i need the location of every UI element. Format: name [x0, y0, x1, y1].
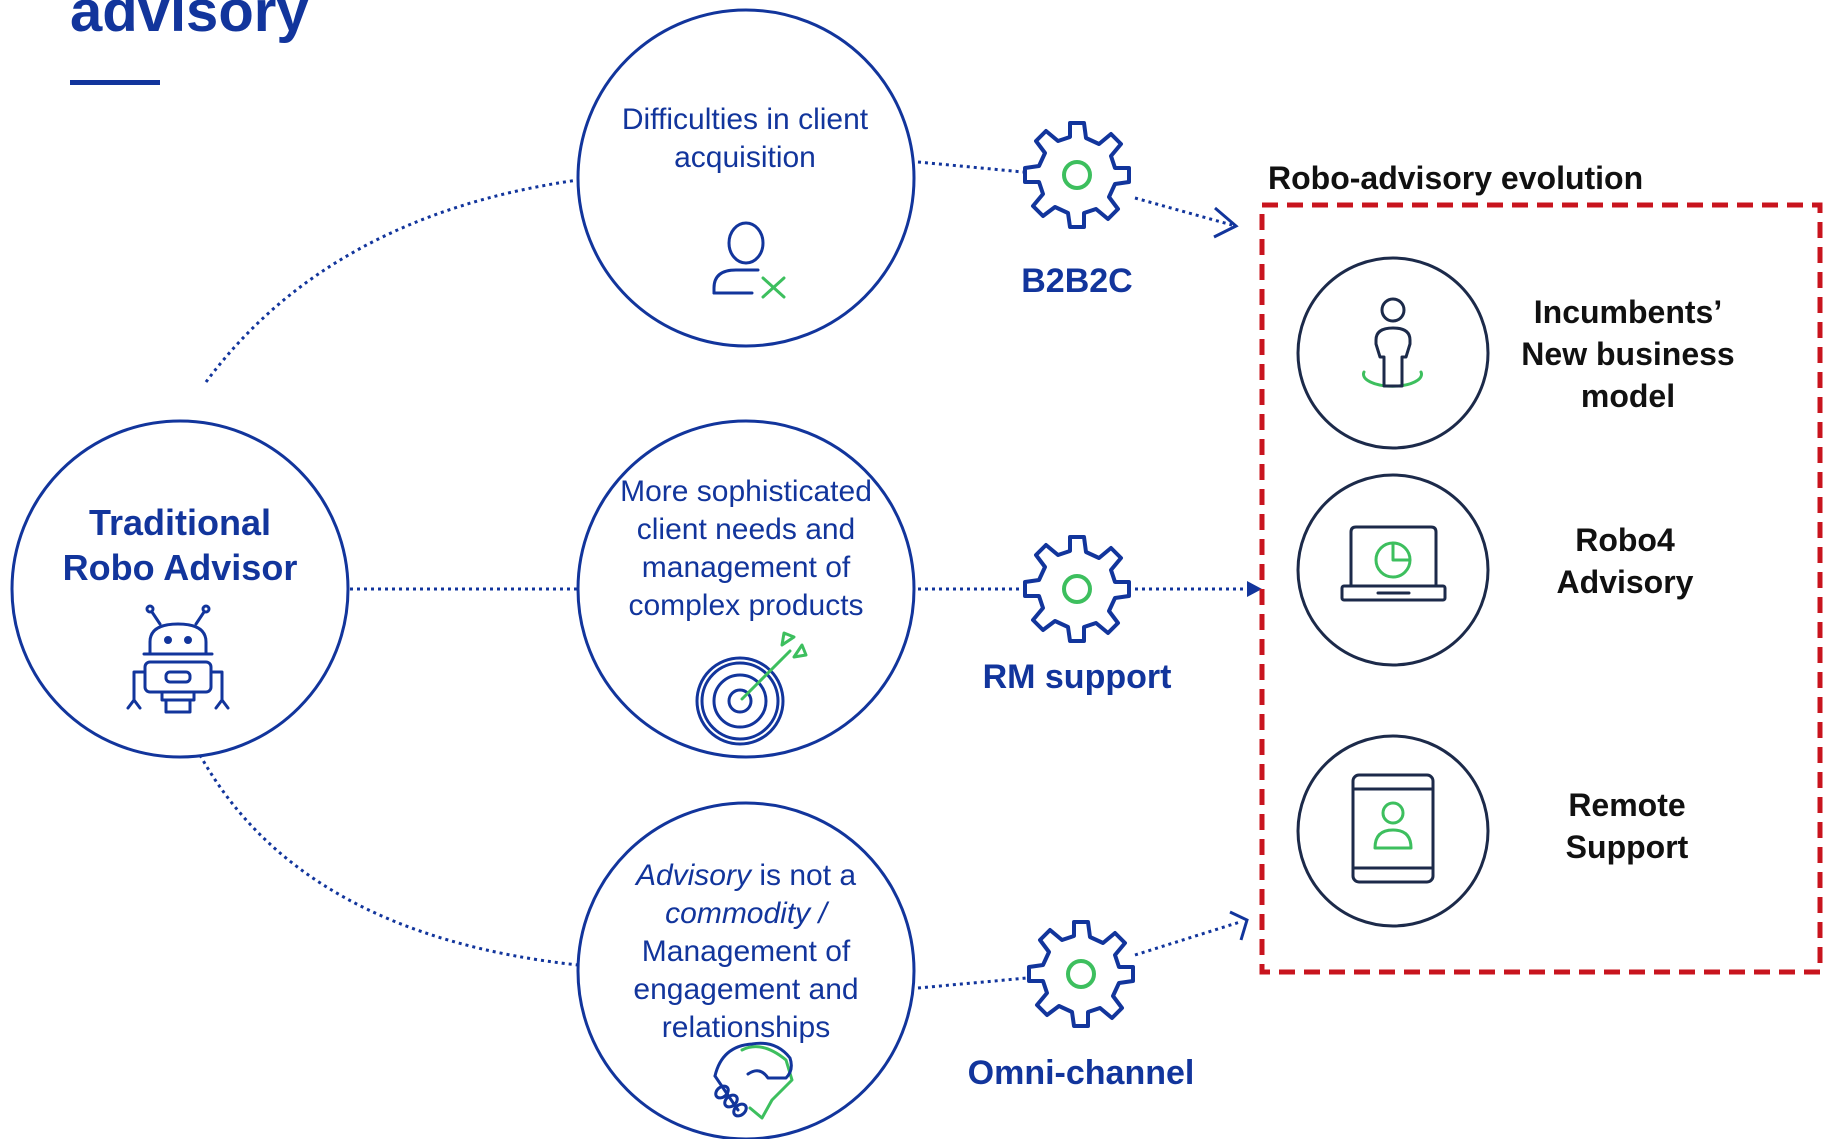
challenge-3-line-2: commodity / [591, 895, 901, 933]
arrow-bottom-head [1229, 910, 1249, 941]
connector-lower-arc [198, 754, 579, 967]
traditional-circle [10, 419, 350, 759]
traditional-label: Traditional Robo Advisor [30, 500, 330, 590]
laptop-chart-icon [1340, 525, 1447, 602]
gear-icon-b2b2c [1023, 121, 1131, 229]
challenge-2-line-2: client needs and [636, 513, 856, 546]
connector-upper-arc [204, 178, 579, 383]
challenge-text-1: Difficulties in client acquisition [590, 101, 900, 177]
challenge-2-line-1: More sophisticated [620, 475, 872, 508]
evolution-1-line-1: Incumbents’ [1533, 294, 1723, 330]
challenge-3-line-5: relationships [661, 1011, 831, 1044]
challenge-3-line-4: engagement and [633, 973, 859, 1006]
gear-label-omni-channel: Omni-channel [967, 1054, 1195, 1092]
handshake-icon [713, 1041, 794, 1120]
challenge-3-line-1-rest: is not a [750, 859, 857, 892]
evolution-circle-1 [1296, 256, 1490, 450]
challenge-text-2: More sophisticated client needs and mana… [591, 473, 901, 625]
arrow-bottom-line [1134, 920, 1241, 957]
challenge-3-line-3: Management of [641, 935, 851, 968]
challenge-circle-1 [576, 8, 916, 348]
evolution-label-1: Incumbents’ New business model [1478, 291, 1778, 417]
arrow-top-head [1213, 206, 1239, 239]
challenge-3-line-1: Advisory is not a [591, 857, 901, 895]
target-arrow-icon [695, 631, 808, 746]
gear-icon-rm-support [1023, 535, 1131, 643]
challenge-3-italic-commodity: commodity / [665, 897, 827, 930]
evolution-1-line-2: New business [1521, 336, 1735, 372]
robot-icon [126, 604, 230, 714]
challenge-2-line-4: complex products [628, 589, 864, 622]
challenge-circle-3 [576, 801, 916, 1139]
challenge-circle-2 [576, 419, 916, 759]
tablet-user-icon [1351, 773, 1435, 884]
gear-icon-omni-channel [1027, 920, 1135, 1028]
evolution-box [1259, 202, 1823, 975]
title-underline [70, 80, 160, 85]
arrow-top-line [1134, 196, 1233, 227]
traditional-line-1: Traditional [88, 502, 272, 543]
evolution-3-line-1: Remote [1568, 787, 1686, 823]
connector-c1-gear1 [917, 160, 1024, 174]
user-remove-icon [712, 221, 786, 299]
person-pin-icon [1362, 297, 1423, 388]
gear-label-rm-support: RM support [982, 658, 1172, 696]
evolution-2-line-1: Robo4 [1575, 522, 1675, 558]
challenge-text-3: Advisory is not a commodity / Management… [591, 857, 901, 1047]
connector-c3-gear3 [917, 976, 1028, 990]
arrow-mid-head [1247, 581, 1262, 597]
evolution-3-line-2: Support [1565, 829, 1689, 865]
evolution-2-line-2: Advisory [1556, 564, 1694, 600]
challenge-3-italic-advisory: Advisory [635, 859, 751, 892]
gear-label-b2b2c: B2B2C [1021, 262, 1133, 300]
evolution-title: Robo-advisory evolution [1268, 160, 1644, 196]
page-title: advisory [70, 0, 309, 44]
challenge-2-line-3: management of [641, 551, 851, 584]
traditional-line-2: Robo Advisor [62, 547, 298, 588]
challenge-1-line-1: Difficulties in client [621, 103, 869, 136]
challenge-1-line-2: acquisition [674, 141, 816, 174]
evolution-circle-2 [1296, 473, 1490, 667]
evolution-label-2: Robo4 Advisory [1475, 519, 1775, 603]
evolution-1-line-3: model [1580, 378, 1676, 414]
evolution-label-3: Remote Support [1477, 784, 1777, 868]
